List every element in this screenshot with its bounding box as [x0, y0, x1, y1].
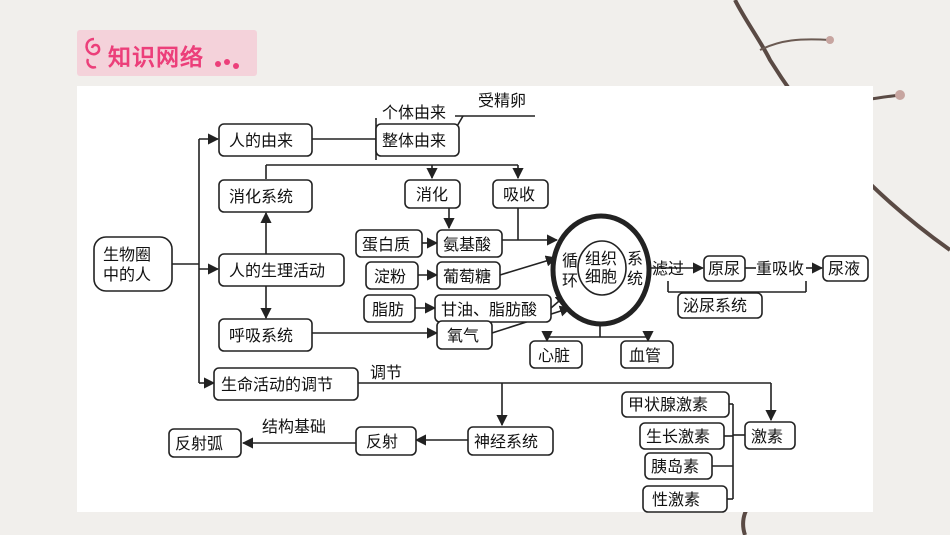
reabsorption-label: 重吸收	[756, 259, 804, 278]
node-primary-urine: 原尿	[703, 255, 746, 282]
swirl-icon	[85, 37, 101, 69]
node-respiratory-system: 呼吸系统	[218, 318, 313, 352]
node-glucose: 葡萄糖	[436, 261, 501, 290]
svg-text:泌尿系统: 泌尿系统	[683, 296, 747, 315]
svg-text:血管: 血管	[629, 346, 661, 365]
svg-text:消化系统: 消化系统	[229, 187, 293, 206]
svg-text:心脏: 心脏	[538, 346, 570, 365]
node-urinary-system: 泌尿系统	[677, 292, 763, 319]
svg-text:淀粉: 淀粉	[374, 267, 406, 286]
node-reflex: 反射	[355, 426, 417, 456]
structural-basis-label: 结构基础	[262, 417, 326, 436]
svg-text:整体由来: 整体由来	[382, 131, 446, 150]
svg-text:生命活动的调节: 生命活动的调节	[221, 375, 333, 394]
node-insulin: 胰岛素	[644, 452, 713, 480]
node-starch: 淀粉	[365, 261, 419, 290]
svg-text:葡萄糖: 葡萄糖	[443, 267, 491, 286]
fertilized-egg-label: 受精卵	[478, 91, 526, 110]
node-whole-origin: 整体由来	[375, 123, 460, 157]
svg-text:人的由来: 人的由来	[229, 131, 293, 150]
svg-text:呼吸系统: 呼吸系统	[229, 326, 293, 345]
node-root: 生物圈中的人	[93, 236, 173, 292]
svg-text:蛋白质: 蛋白质	[362, 235, 410, 254]
node-digestive-system: 消化系统	[218, 179, 313, 213]
section-badge	[77, 30, 257, 76]
node-growth-hormone: 生长激素	[639, 422, 725, 450]
svg-text:胰岛素: 胰岛素	[651, 457, 699, 476]
svg-text:反射: 反射	[366, 432, 398, 451]
svg-text:生长激素: 生长激素	[646, 427, 710, 446]
svg-text:尿液: 尿液	[828, 259, 860, 278]
node-fat: 脂肪	[363, 294, 416, 323]
node-hormones: 激素	[744, 421, 796, 450]
svg-text:甘油、脂肪酸: 甘油、脂肪酸	[441, 300, 537, 319]
regulate-label: 调节	[370, 363, 402, 382]
svg-text:原尿: 原尿	[708, 259, 740, 278]
node-amino-acid: 氨基酸	[436, 229, 503, 258]
svg-text:人的生理活动: 人的生理活动	[229, 261, 325, 280]
node-reflex-arc: 反射弧	[168, 428, 242, 458]
root-label: 生物圈中的人	[103, 245, 151, 284]
svg-text:神经系统: 神经系统	[474, 432, 538, 451]
node-nervous-system: 神经系统	[467, 426, 554, 456]
svg-text:吸收: 吸收	[503, 185, 535, 204]
svg-text:反射弧: 反射弧	[175, 434, 223, 453]
node-oxygen: 氧气	[436, 320, 493, 350]
node-protein: 蛋白质	[355, 229, 423, 258]
node-origin: 人的由来	[218, 123, 313, 157]
section-title: 知识网络	[108, 45, 204, 71]
connectors	[172, 115, 824, 500]
node-digestion: 消化	[404, 179, 461, 209]
circulation-label: 循环	[562, 251, 578, 290]
node-life-activities: 人的生理活动	[218, 253, 345, 287]
tissue-cells-label: 组织细胞	[585, 249, 617, 286]
svg-text:甲状腺激素: 甲状腺激素	[628, 395, 708, 414]
node-circulation-system	[550, 213, 652, 327]
dots-icon	[215, 59, 239, 69]
node-regulation: 生命活动的调节	[213, 367, 359, 401]
svg-text:氧气: 氧气	[447, 326, 479, 345]
node-blood-vessel: 血管	[620, 340, 674, 369]
node-urine: 尿液	[822, 255, 869, 282]
svg-text:氨基酸: 氨基酸	[443, 235, 491, 254]
svg-text:激素: 激素	[751, 427, 783, 446]
svg-text:消化: 消化	[416, 185, 448, 204]
node-heart: 心脏	[529, 340, 583, 369]
node-thyroxine: 甲状腺激素	[621, 391, 730, 418]
node-sex-hormone: 性激素	[642, 485, 728, 513]
filtration-label: 滤过	[652, 259, 684, 278]
system-label: 系统	[627, 249, 643, 288]
node-glycerol-fatty-acid: 甘油、脂肪酸	[434, 294, 552, 323]
individual-origin-label: 个体由来	[382, 103, 446, 122]
svg-text:脂肪: 脂肪	[372, 300, 404, 319]
svg-text:性激素: 性激素	[652, 490, 700, 509]
node-absorption: 吸收	[492, 179, 549, 209]
